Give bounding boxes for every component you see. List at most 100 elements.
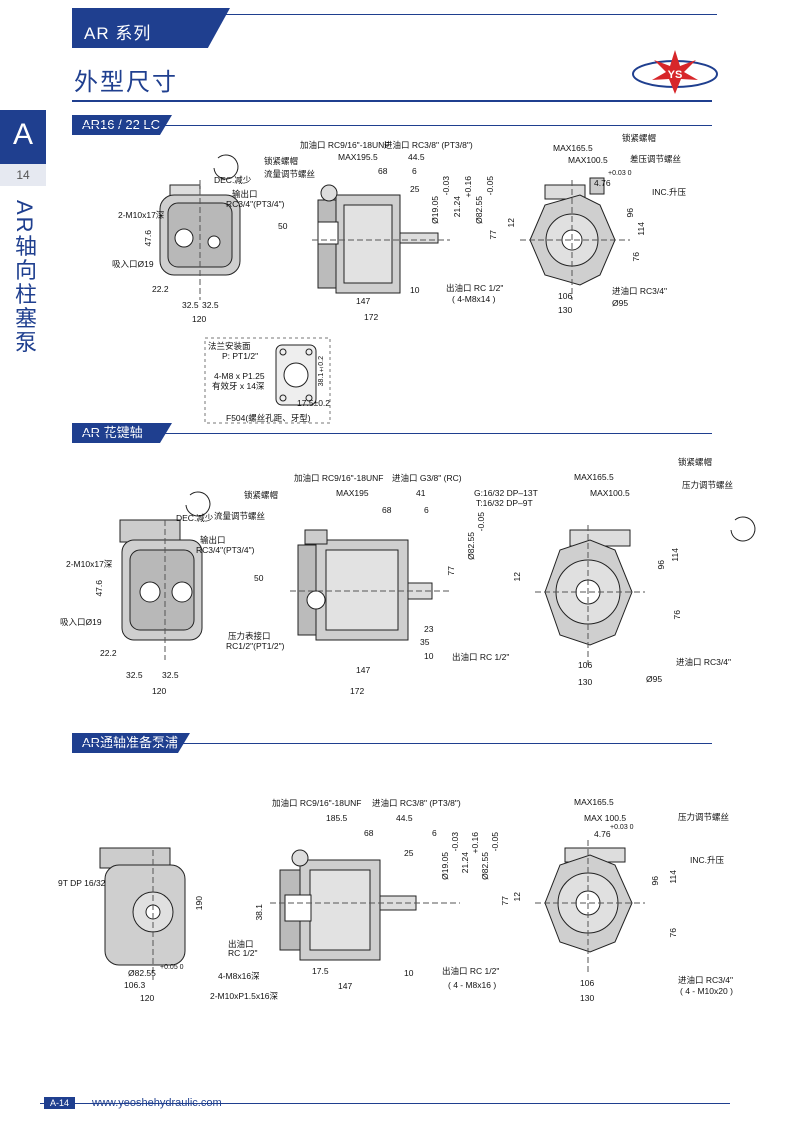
footer-rule [40,1103,730,1104]
s1-rv-inlet: 进油口 RC3/4" [612,286,667,296]
s2-spline-t: T:16/32 DP–9T [476,498,533,508]
s2-dim-325a: 32.5 [126,670,143,680]
footer-page-code: A-14 [44,1097,76,1109]
side-page-number: 14 [16,168,30,182]
s3-outlet: 出油口 [228,939,254,949]
s3-m8b: ( 4 - M8x16 ) [448,980,497,990]
s3-fill-port: 加油口 RC9/16"-18UNF [272,798,362,808]
s3-dim-12: 12 [512,892,522,902]
s2-gauge-port: 压力表接口 [228,631,271,641]
s1-dim-222: 22.2 [152,284,169,294]
s1-dim-max1955: MAX195.5 [338,152,378,162]
s2-rv-106: 106 [578,660,593,670]
s1-flange-detail [204,337,331,424]
s3-dim-25: 25 [404,848,414,858]
s1-dim-10: 10 [410,285,420,295]
side-category-label: AR轴向柱塞泵 [12,200,37,355]
s3-rv-106: 106 [580,978,595,988]
s2-m10: 2-M10x17深 [66,559,113,569]
flange-title: 法兰安装面 [208,341,251,351]
s3-rv-130: 130 [580,993,595,1003]
s3-dim-1855: 185.5 [326,813,348,823]
s2-suction: 吸入口Ø19 [60,617,102,627]
s1-dim-phi1905: Ø19.05 [430,196,440,224]
series-label: AR 系列 [84,24,152,43]
s1-flow-screw: 流量调节螺丝 [264,169,316,179]
s2-dim-120: 120 [152,686,167,696]
s1-rv-max1655: MAX165.5 [553,143,593,153]
s3-dim-147: 147 [338,981,353,991]
s3-dim-6: 6 [432,828,437,838]
s3-tol-2124: +0.16 [470,832,480,854]
s3-spline: 9T DP 16/32 [58,878,106,888]
s2-rv-pressure-screw: 压力调节螺丝 [682,480,734,490]
title-underline [72,100,712,102]
s2-dim-10: 10 [424,651,434,661]
s1-dim-120: 120 [192,314,207,324]
footer-website[interactable]: www.yeoshehydraulic.com [92,1097,222,1109]
s2-dim-35: 35 [420,637,430,647]
s3-outlet-thread: RC 1/2" [228,948,258,958]
s3-dim-phi8255b: Ø82.55 [128,968,156,978]
s2-dim-max195: MAX195 [336,488,369,498]
s1-dim-50: 50 [278,221,288,231]
s3-tol-8255b: +0.05 0 [160,964,184,971]
s3-rv-max1005: MAX 100.5 [584,813,627,823]
side-page-box [0,164,46,186]
side-tab [0,110,46,164]
s2-dim-172: 172 [350,686,365,696]
s2-outlet: 输出口 [200,535,226,545]
s3-rv-pressure-screw: 压力调节螺丝 [678,812,730,822]
s1-dim-172: 172 [364,312,379,322]
s1-outlet-thread: RC3/4"(PT3/4") [226,199,285,209]
s3-dim-2124: 21.24 [460,852,470,874]
s1-rv-phi95: Ø95 [612,298,629,308]
s2-dim-41: 41 [416,488,426,498]
s3-dim-phi8255: Ø82.55 [480,852,490,880]
s2-side-view [290,529,450,641]
s1-suction: 吸入口Ø19 [112,259,154,269]
s3-dim-phi1905: Ø19.05 [440,852,450,880]
s2-rv-12: 12 [512,572,522,582]
s1-dim-325b: 32.5 [202,300,219,310]
s1-dim-147: 147 [356,296,371,306]
s2-dim-23: 23 [424,624,434,634]
s1-dim-25: 25 [410,184,420,194]
s2-dim-77: 77 [446,566,456,576]
s1-m10: 2-M10x17深 [118,210,165,220]
s1-tol-1905: -0.03 [441,176,451,196]
s1-lock-nut: 锁紧螺帽 [264,156,299,166]
s2-rear-view [535,516,756,665]
s1-rv-476: 4.76 [594,178,611,188]
s2-dim-68: 68 [382,505,392,515]
s2-tol-8255: -0.05 [476,512,486,532]
s3-tol-1905: -0.03 [450,832,460,852]
s3-rv-114: 114 [668,870,678,884]
flange-port: P: PT1/2" [222,351,259,361]
section-rule-1 [72,125,712,126]
s1-rv-96: 96 [625,208,635,218]
s3-m10: 2-M10xP1.5x16深 [210,991,279,1001]
s3-dim-10: 10 [404,968,414,978]
s1-front-view [159,154,241,300]
s3-dim-77: 77 [500,896,510,906]
s3-rv-96: 96 [650,876,660,886]
s3-rv-tol: +0.03 0 [610,824,634,831]
s3-dim-175: 17.5 [312,966,329,976]
s1-dim-325a: 32.5 [182,300,199,310]
side-letter: A [12,118,33,151]
s1-outlet: 输出口 [232,189,258,199]
section-rule-3 [72,743,712,744]
s3-rv-m10: ( 4 - M10x20 ) [680,986,733,996]
s1-rv-max1005: MAX100.5 [568,155,608,165]
flange-f504: F504(螺丝孔距、牙型) [226,413,311,423]
s1-rv-114: 114 [636,222,646,236]
s3-oil-port: 进油口 RC3/8" (PT3/8") [372,798,461,808]
s1-rv-106: 106 [558,291,573,301]
s1-side-view [312,184,450,294]
s2-dim-phi8255: Ø82.55 [466,532,476,560]
s1-dim-2124: 21.24 [452,196,462,218]
s2-outlet-thread: RC3/4"(PT3/4") [196,545,255,555]
s3-dim-1063: 106.3 [124,980,146,990]
s1-dim-476: 47.6 [143,230,153,247]
